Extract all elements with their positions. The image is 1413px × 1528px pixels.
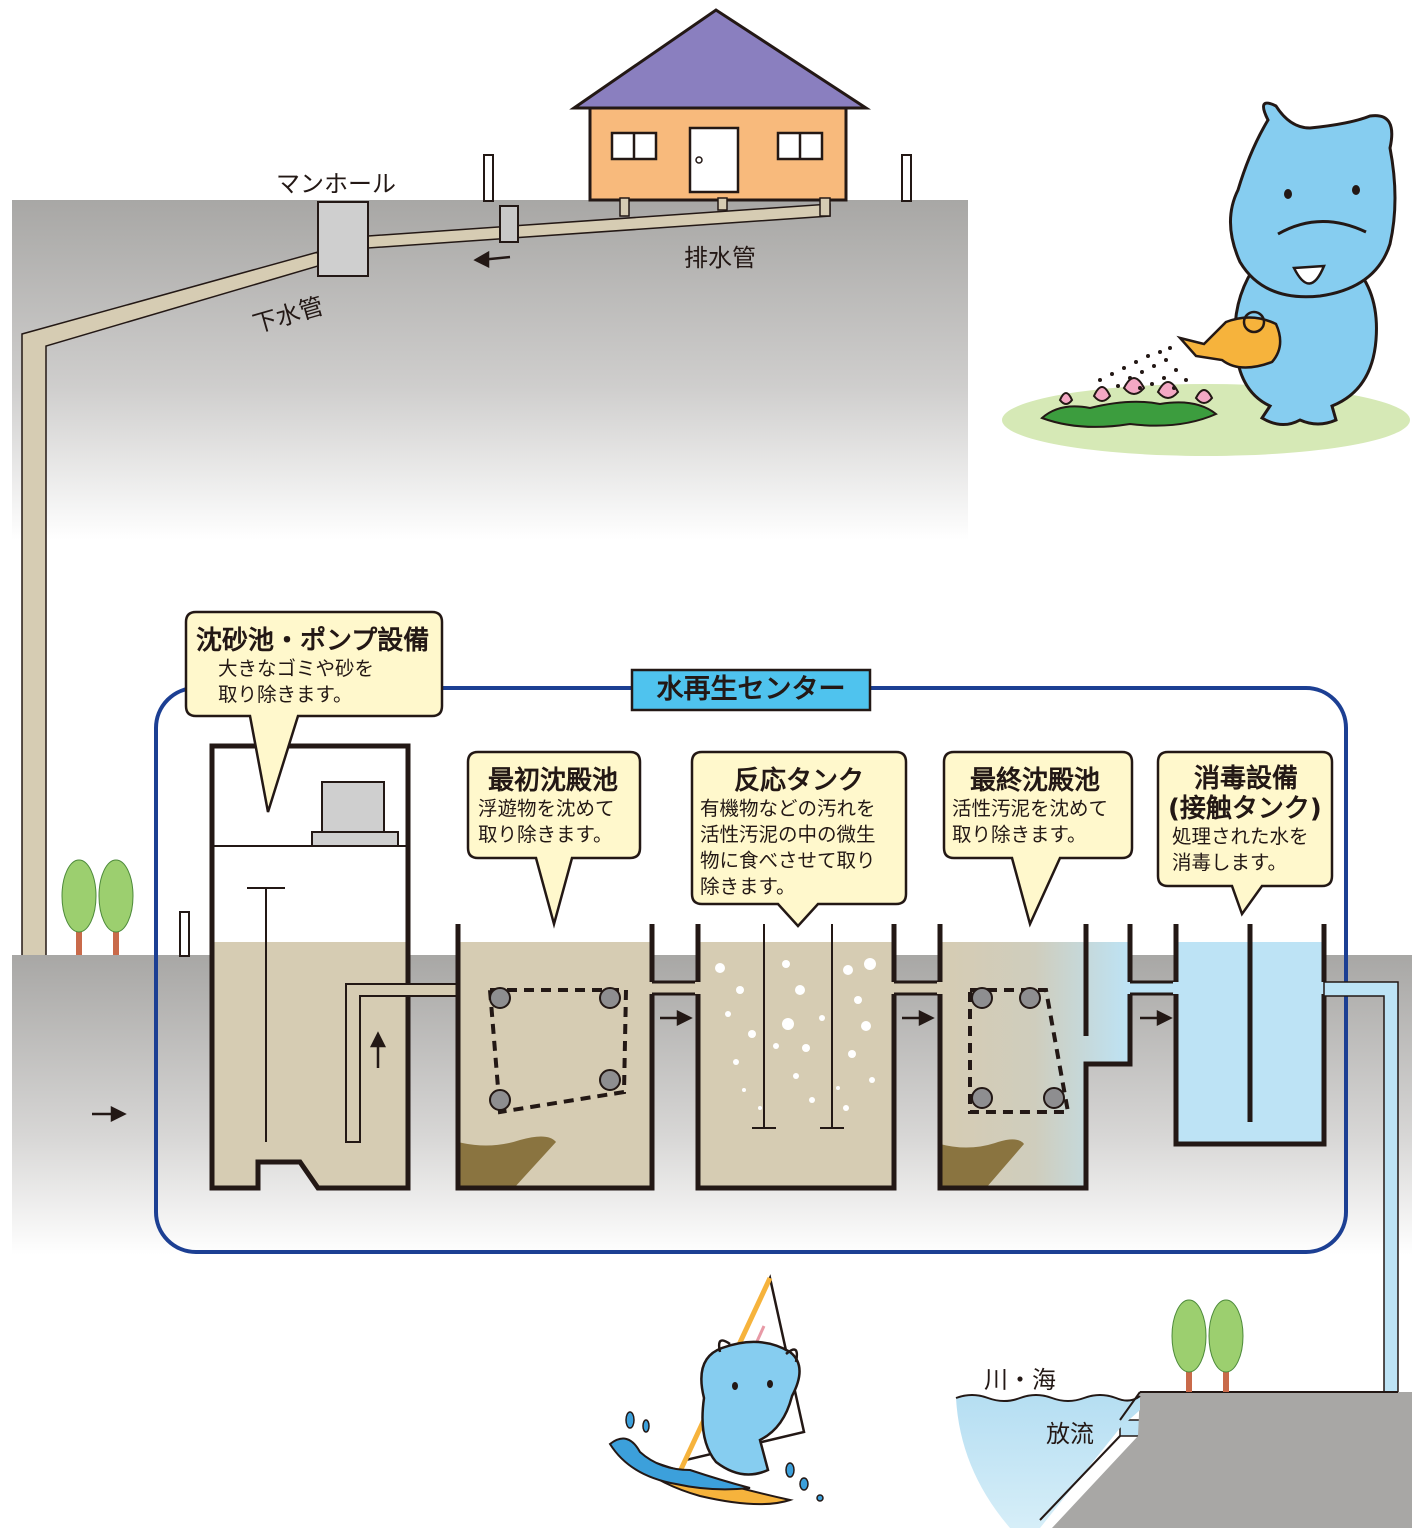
watering-can bbox=[1176, 316, 1282, 369]
vent-post bbox=[901, 154, 912, 202]
house-door bbox=[688, 126, 740, 194]
description-line: 大きなゴミや砂を bbox=[218, 657, 375, 680]
air-bubble bbox=[848, 1050, 856, 1058]
air-bubble bbox=[736, 986, 744, 994]
disinfection-description: 処理された水を 消毒します。 bbox=[1172, 824, 1309, 876]
air-bubble bbox=[773, 1043, 779, 1049]
disinfection-subtitle: (接触タンク) bbox=[1168, 794, 1322, 824]
splash bbox=[608, 1437, 751, 1491]
flow-arrow-right bbox=[660, 1009, 693, 1027]
reaction-tank-title: 反応タンク bbox=[734, 766, 865, 796]
hippo-mascot-watering bbox=[1002, 101, 1410, 456]
house-roof bbox=[569, 8, 872, 110]
bubble-grit-chamber bbox=[184, 610, 444, 813]
flower-bed bbox=[1040, 400, 1218, 428]
pump-machine bbox=[321, 781, 385, 833]
bubble-reaction-tank bbox=[690, 750, 908, 928]
hippo-surfer bbox=[700, 1340, 801, 1476]
center-title: 水再生センター bbox=[656, 674, 846, 705]
vent-post bbox=[483, 154, 494, 202]
flow-arrow-right bbox=[902, 1009, 935, 1027]
grit-chamber-building bbox=[209, 743, 459, 1191]
air-bubble bbox=[758, 1106, 762, 1110]
flow-arrow-right bbox=[1140, 1009, 1173, 1027]
final-sedimentation-tank bbox=[937, 924, 1133, 1191]
center-title-box bbox=[630, 668, 872, 712]
bubble-disinfection bbox=[1156, 750, 1334, 917]
air-bubble bbox=[864, 958, 876, 970]
air-bubbles bbox=[715, 958, 876, 1111]
reaction-tank-description: 有機物などの汚れを 活性汚泥の中の微生 物に食べさせて取り 除きます。 bbox=[700, 796, 876, 900]
trees-river bbox=[1171, 1299, 1244, 1392]
description-line: 活性汚泥を沈めて bbox=[952, 797, 1109, 820]
air-bubble bbox=[843, 1105, 849, 1111]
channel bbox=[894, 982, 940, 994]
grit-chamber-description: 大きなゴミや砂を 取り除きます。 bbox=[218, 656, 374, 708]
flow-arrow-up bbox=[369, 1031, 387, 1068]
air-bubble bbox=[836, 1086, 840, 1090]
air-bubble bbox=[843, 965, 853, 975]
description-line: 浮遊物を沈めて bbox=[478, 797, 615, 820]
description-line: 取り除きます。 bbox=[952, 823, 1087, 846]
upper-ground bbox=[12, 200, 968, 540]
air-bubble bbox=[725, 1011, 731, 1017]
air-bubble bbox=[793, 1073, 799, 1079]
description-line: 処理された水を bbox=[1172, 825, 1309, 848]
air-bubble bbox=[819, 1015, 825, 1021]
air-bubble bbox=[782, 960, 790, 968]
air-bubble bbox=[802, 1044, 810, 1052]
manhole-label: マンホール bbox=[276, 170, 396, 198]
river-sea-label: 川・海 bbox=[984, 1366, 1056, 1394]
hippo-head bbox=[1228, 101, 1397, 299]
manhole bbox=[317, 201, 369, 277]
description-line: 有機物などの汚れを bbox=[700, 797, 876, 820]
disinfection-title: 消毒設備 bbox=[1194, 764, 1299, 794]
house bbox=[569, 8, 872, 202]
hippo-mascot-windsurfing bbox=[608, 1274, 824, 1506]
vent-post bbox=[179, 911, 190, 957]
air-bubble bbox=[869, 1077, 875, 1083]
lower-ground-deep bbox=[12, 1255, 1412, 1275]
air-bubble bbox=[795, 985, 805, 995]
description-line: 取り除きます。 bbox=[478, 823, 613, 846]
disinfection-contact-tank bbox=[1173, 924, 1327, 1147]
grit-chamber-title: 沈砂池・ポンプ設備 bbox=[196, 626, 430, 656]
discharge-label: 放流 bbox=[1046, 1420, 1094, 1448]
bubble-final-sedimentation bbox=[942, 750, 1134, 928]
air-bubble bbox=[782, 1018, 794, 1030]
air-bubble bbox=[854, 996, 862, 1004]
flow-arrow-right bbox=[92, 1105, 127, 1123]
final-sedimentation-title: 最終沈殿池 bbox=[970, 766, 1101, 796]
primary-sedimentation-tank bbox=[455, 924, 655, 1191]
final-sedimentation-description: 活性汚泥を沈めて 取り除きます。 bbox=[952, 796, 1108, 848]
air-bubble bbox=[742, 1088, 746, 1092]
air-bubble bbox=[809, 1097, 815, 1103]
primary-sedimentation-title: 最初沈殿池 bbox=[488, 766, 619, 796]
description-line: 消毒します。 bbox=[1172, 851, 1288, 874]
tulips bbox=[1058, 377, 1214, 405]
primary-sedimentation-description: 浮遊物を沈めて 取り除きます。 bbox=[478, 796, 615, 848]
channel bbox=[652, 982, 698, 994]
inspection-box bbox=[499, 205, 519, 243]
water-drops bbox=[1098, 346, 1188, 390]
channel bbox=[1130, 982, 1176, 994]
description-line: 除きます。 bbox=[700, 875, 796, 898]
bubble-primary-sedimentation bbox=[466, 750, 642, 929]
river-sea bbox=[955, 1391, 1412, 1528]
description-line: 取り除きます。 bbox=[218, 683, 353, 706]
flow-arrow-left bbox=[473, 250, 511, 269]
trees-left bbox=[61, 859, 134, 955]
air-bubble bbox=[733, 1059, 739, 1065]
reaction-tank bbox=[695, 924, 897, 1191]
description-line: 物に食べさせて取り bbox=[700, 849, 876, 872]
drain-pipe-label: 排水管 bbox=[684, 244, 756, 272]
air-bubble bbox=[861, 1021, 871, 1031]
air-bubble bbox=[715, 963, 725, 973]
description-line: 活性汚泥の中の微生 bbox=[700, 823, 876, 846]
air-bubble bbox=[748, 1030, 756, 1038]
